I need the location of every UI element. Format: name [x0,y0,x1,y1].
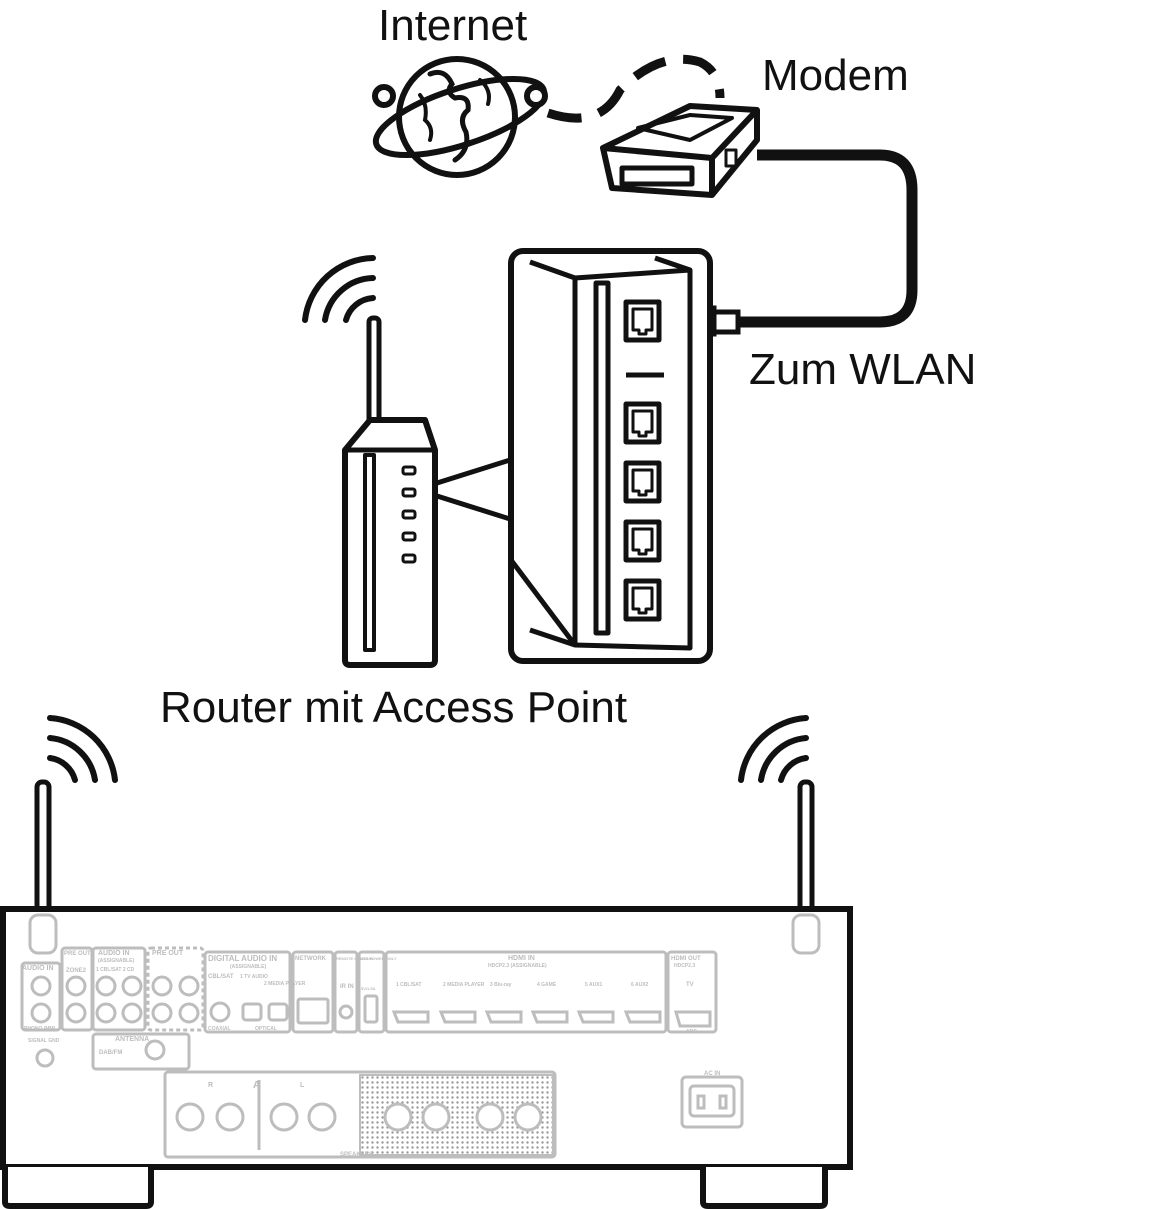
hdmi-in3-label: 3 Blu-ray [490,982,512,988]
hdmi-in-label: HDMI IN [508,955,535,962]
ir-in-label: IR IN [340,984,354,990]
antenna-label: ANTENNA [115,1036,149,1043]
zone2-label: ZONE2 [66,968,87,974]
hdmi-in4-label: 4 GAME [537,982,557,988]
remote-control-label: REMOTE CONTROL [336,956,375,961]
hdmi-in2-label: 2 MEDIA PLAYER [443,982,485,988]
digital-assignable-label: (ASSIGNABLE) [230,964,266,970]
digital-cbl-sat-label: CBL/SAT [208,974,234,980]
tv-audio-label: 1 TV AUDIO [240,974,268,980]
optical-label: OPTICAL [255,1026,277,1032]
dab-fm-label: DAB/FM [99,1050,122,1056]
network-label: NETWORK [295,956,327,962]
internet-label: Internet [378,1,528,50]
usb-power-only-label: USB POWER ONLY [360,956,397,961]
hdmi-in1-label: 1 CBL/SAT [396,982,421,988]
to-wlan-label: Zum WLAN [749,345,977,394]
hdmi-in6-label: 6 AUX2 [631,982,649,988]
speaker-r-label: R [208,1082,213,1089]
ac-in-label: AC IN [704,1071,720,1077]
av-receiver-icon: AUDIO IN PRE OUT ZONE2 AUDIO IN (ASSIGNA… [0,715,853,1209]
hdmi-out-label: HDMI OUT [671,956,701,962]
modem-label: Modem [762,51,909,100]
audio-in-label: AUDIO IN [22,965,54,972]
cbl-sat-cd-label: 1 CBL/SAT 2 CD [96,967,135,973]
speakers-label: SPEAKERS [340,1152,373,1158]
router-label: Router mit Access Point [160,683,628,732]
wan-cable [730,149,918,328]
internet-link [546,54,725,123]
coaxial-label: COAXIAL [208,1026,231,1032]
router-icon [342,315,438,668]
speaker-a-label: A [253,1080,260,1091]
pre-out-label-2: PRE OUT [152,950,184,957]
modem-icon [600,103,760,198]
pre-out-label: PRE OUT [64,951,91,957]
router-port-panel [508,248,713,664]
hdmi-out-hdcp-label: HDCP2.3 [674,963,695,969]
wifi-signal-icon [47,715,809,783]
speaker-l-label: L [300,1082,305,1089]
audio-in-label-2: AUDIO IN [98,950,130,957]
arc-label: ARC [686,1029,697,1035]
hdmi-in5-label: 5 AUX1 [585,982,603,988]
media-player-digital-label: 2 MEDIA PLAYER [264,981,306,987]
hdcp-label: HDCP2.3 (ASSIGNABLE) [488,963,547,969]
wifi-signal-icon [302,255,376,323]
hdmi-out-tv-label: TV [686,982,694,988]
assignable-label: (ASSIGNABLE) [98,958,134,964]
globe-icon [372,56,548,178]
signal-gnd-label: SIGNAL GND [28,1038,60,1044]
phono-label: PHONO (MM) [24,1026,56,1032]
digital-audio-in-label: DIGITAL AUDIO IN [208,954,277,963]
usb-dc-label: 5V/1.5A [361,986,376,991]
